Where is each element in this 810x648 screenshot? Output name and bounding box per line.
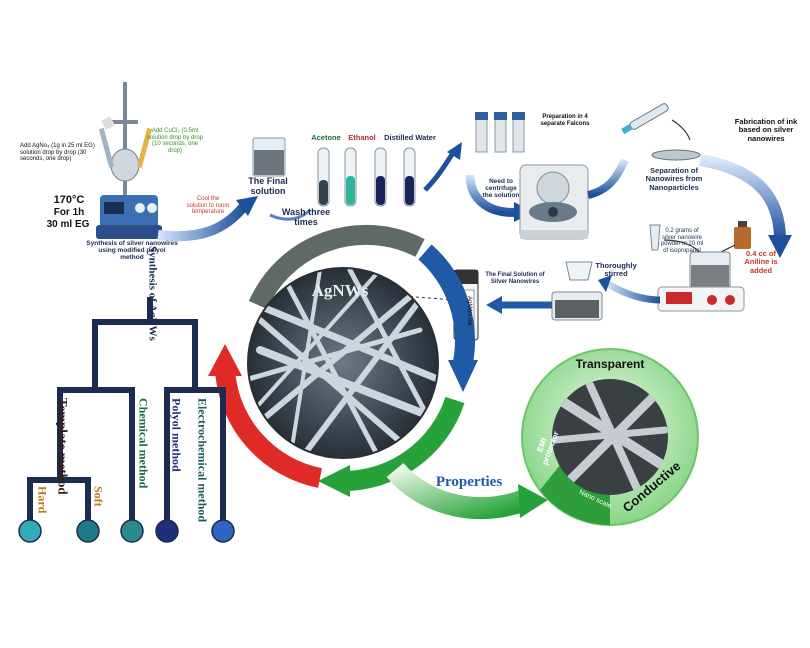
tree-polyol-label: Polyol method	[169, 398, 184, 472]
tree-electro-label: Electrochemical method	[195, 398, 210, 523]
time-text: For 1h	[53, 207, 85, 218]
aniline-bottle	[734, 221, 751, 249]
preparation-label: Preparation in 4 separate Falcons	[540, 114, 590, 127]
wash-tubes	[317, 147, 416, 207]
fabrication-label: Fabrication of ink based on silver nanow…	[734, 117, 798, 143]
tree-root-label: Synthesis of AgNWs	[146, 246, 159, 341]
temperature-text: 170°C	[53, 194, 85, 206]
wash-label: Wash three times	[281, 207, 331, 227]
hot-plate	[657, 251, 745, 312]
sem-image	[247, 267, 439, 459]
vial-label: AgNWs ink	[466, 296, 472, 326]
tree-chemical-label: Chemical method	[136, 398, 151, 489]
separation-label: Separation of Nanowires from Nanoparticl…	[645, 166, 703, 192]
final-solution-beaker	[252, 137, 286, 177]
tree-hard-label: Hard	[35, 486, 50, 514]
centrifuge	[519, 164, 589, 240]
tree-template-label: Template method	[55, 398, 71, 495]
leaf-polyol	[155, 519, 179, 543]
leaf-electro	[211, 519, 235, 543]
leaf-hard	[18, 519, 42, 543]
property-transparent: Transparent	[575, 357, 645, 371]
tube-acetone: Acetone	[311, 133, 341, 142]
aniline-label: 0.4 cc of Aniline is added	[744, 249, 778, 275]
falcon-tubes	[475, 112, 525, 153]
add-cucl-text: Add CuCl₂ (0.5ml solution drop by drop (…	[146, 128, 204, 154]
synthesis-apparatus	[96, 82, 162, 239]
tree-leaves	[18, 519, 235, 543]
final-solution-label: The Final solution	[248, 176, 288, 196]
separation-dish	[621, 103, 701, 161]
volume-text: 30 ml EG	[46, 219, 90, 230]
cool-text: Cool the solution to room temperature	[186, 196, 230, 216]
center-title: AgNWs	[311, 281, 369, 300]
add-agno3-text: Add AgNo₃ (1g in 25 ml EG) solution drop…	[20, 143, 95, 163]
tube-water: Distilled Water	[384, 133, 436, 142]
isopropanol-tube	[649, 224, 661, 251]
tube-ethanol: Ethanol	[348, 133, 376, 142]
properties-label: Properties	[435, 474, 503, 490]
ink-amount-label: 0.2 grams of silver nanowire powder in 2…	[660, 228, 704, 254]
synthesis-caption: Synthesis of silver nanowires using modi…	[86, 240, 178, 262]
tree-soft-label: Soft	[91, 486, 106, 507]
leaf-chemical	[120, 519, 144, 543]
final-ink-label: The Final Solution of Silver Nanowires	[485, 272, 545, 285]
cycle-arrows	[208, 224, 478, 497]
leaf-soft	[76, 519, 100, 543]
centrifuge-label: Need to centrifuge the solution	[482, 178, 520, 200]
properties-circle	[521, 348, 699, 526]
stirring-tray	[551, 261, 603, 321]
synthesis-tree	[27, 297, 226, 523]
stirred-label: Thoroughly stirred	[595, 261, 637, 279]
properties-arrow	[386, 462, 529, 519]
